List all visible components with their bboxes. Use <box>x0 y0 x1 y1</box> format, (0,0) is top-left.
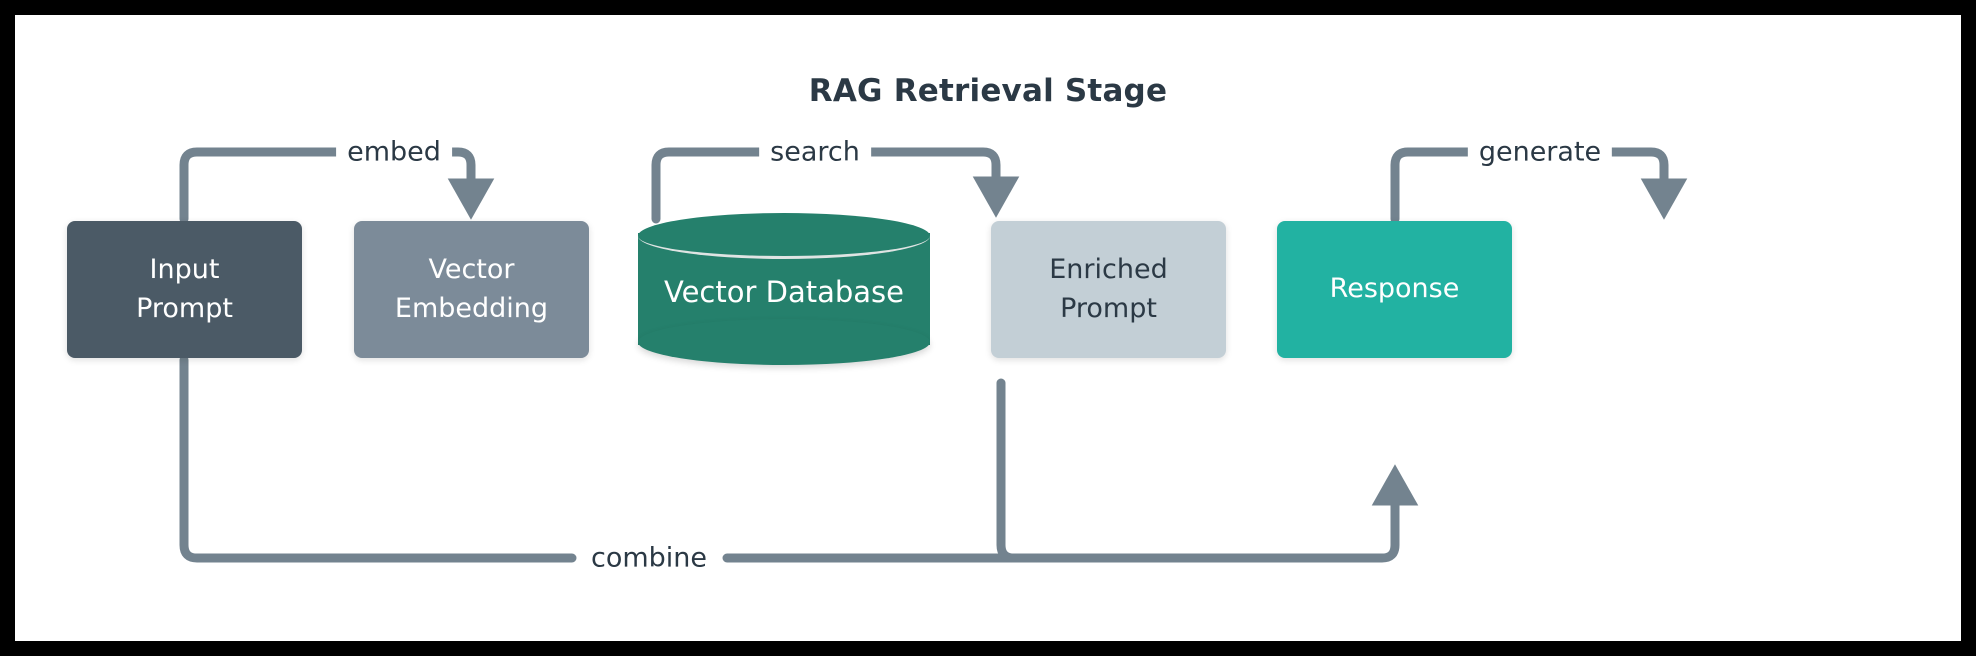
node-input-prompt-line1: Input <box>149 254 220 286</box>
node-input-prompt[interactable]: Input Prompt <box>67 221 302 358</box>
edge-combine-path <box>179 355 577 563</box>
node-vector-embedding[interactable]: Vector Embedding <box>354 221 589 358</box>
edge-label-embed: embed <box>336 136 452 168</box>
edge-generate-path-2 <box>1600 147 1688 220</box>
node-vector-embedding-line1: Vector <box>428 254 515 286</box>
cylinder-top-ellipse <box>638 213 930 259</box>
node-enriched-prompt[interactable]: Enriched Prompt <box>991 221 1226 358</box>
edge-search-path-2 <box>865 147 1020 218</box>
node-response-line1: Response <box>1329 273 1460 305</box>
edge-label-combine: combine <box>579 542 719 574</box>
edge-search-path <box>651 147 765 224</box>
edge-label-generate: generate <box>1467 136 1613 168</box>
edge-combine-path-2 <box>722 464 1419 563</box>
cylinder-bottom-ellipse <box>638 319 930 365</box>
node-vector-database-label: Vector Database <box>663 275 904 309</box>
edge-generate-path <box>1390 147 1480 224</box>
rag-retrieval-diagram: RAG Retrieval Stage embed search <box>15 15 1961 641</box>
node-input-prompt-line2: Prompt <box>136 292 233 324</box>
edge-db-to-combine-path <box>996 378 1040 563</box>
node-vector-embedding-line2: Embedding <box>394 292 549 324</box>
edge-embed-path <box>179 147 405 224</box>
edge-embed-path-2 <box>440 147 495 220</box>
node-enriched-prompt-line2: Prompt <box>1060 292 1157 324</box>
node-response[interactable]: Response <box>1277 221 1512 358</box>
node-enriched-prompt-line1: Enriched <box>1049 254 1168 286</box>
page-title: RAG Retrieval Stage <box>808 73 1168 109</box>
diagram-frame: RAG Retrieval Stage embed search <box>15 15 1961 641</box>
edge-label-search: search <box>759 136 871 168</box>
node-vector-database[interactable]: Vector Database <box>638 213 930 365</box>
edge-layer <box>179 147 1688 563</box>
